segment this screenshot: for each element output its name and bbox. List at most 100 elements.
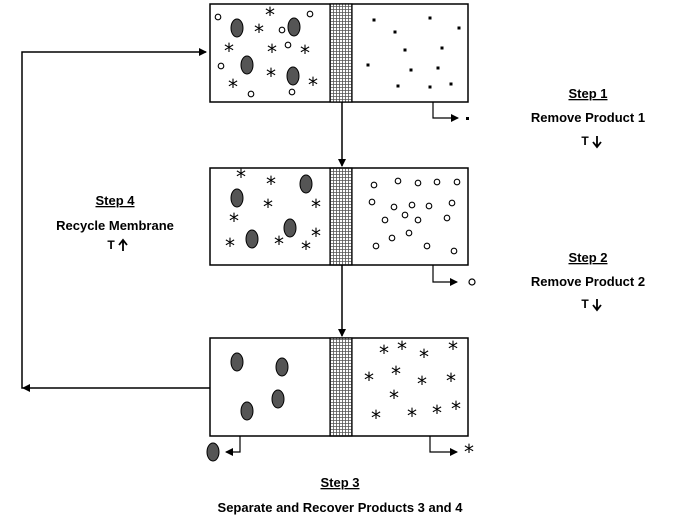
step-3-label: Step 3 Separate and Recover Products 3 a… <box>218 475 464 515</box>
product-2-particle <box>278 26 286 34</box>
product-1-particle <box>436 66 440 70</box>
step-2-action: Remove Product 2 <box>531 274 645 289</box>
product-3-particle: * <box>236 165 246 189</box>
step-2-heading: Step 2 <box>568 250 607 265</box>
product-2-particle <box>408 201 416 209</box>
stage-3-membrane <box>329 337 353 437</box>
product-2-particle <box>448 199 456 207</box>
stage-3-retentate <box>230 352 289 421</box>
product-2-particle <box>372 242 380 250</box>
product-3-particle: * <box>311 224 321 248</box>
product-2-particle <box>390 203 398 211</box>
product-2-particle <box>423 242 431 250</box>
product-2-particle <box>284 41 292 49</box>
product-3-particle: * <box>391 362 401 386</box>
product-2-particle <box>370 181 378 189</box>
product-1-particle <box>393 30 397 34</box>
product-3-particle: * <box>263 195 273 219</box>
product-4-particle <box>240 401 254 421</box>
step-4-label: Step 4 Recycle Membrane T <box>56 193 174 252</box>
step-3-action: Separate and Recover Products 3 and 4 <box>218 500 464 515</box>
product-4-particle <box>275 357 289 377</box>
outlet-product-2 <box>432 265 458 286</box>
product-3-particle: * <box>266 172 276 196</box>
product-4-particle <box>230 18 244 38</box>
outlet-product-4-symbol <box>206 442 220 462</box>
product-1-particle <box>457 26 461 30</box>
product-1-particle <box>449 82 453 86</box>
product-2-particle <box>388 234 396 242</box>
product-2-particle <box>368 198 376 206</box>
product-3-particle: * <box>308 73 318 97</box>
product-4-particle <box>287 17 301 37</box>
product-2-particle <box>425 202 433 210</box>
product-3-particle: * <box>267 40 277 64</box>
product-4-particle <box>230 188 244 208</box>
product-3-particle: * <box>311 195 321 219</box>
product-1-particle <box>428 16 432 20</box>
product-2-particle <box>394 177 402 185</box>
product-3-particle: * <box>379 341 389 365</box>
product-2-particle <box>450 247 458 255</box>
product-3-particle: * <box>228 75 238 99</box>
stage-2-permeate <box>368 177 461 255</box>
product-1-particle <box>440 46 444 50</box>
product-3-particle: * <box>407 404 417 428</box>
recycle-loop-arrowhead-left <box>22 384 30 392</box>
product-3-particle: * <box>419 345 429 369</box>
stage-2-vessel: ********* <box>209 165 469 266</box>
outlet-product-3-symbol: * <box>464 440 474 464</box>
step-1-action: Remove Product 1 <box>531 110 645 125</box>
product-2-particle <box>405 229 413 237</box>
product-3-particle: * <box>397 337 407 361</box>
product-3-particle: * <box>448 337 458 361</box>
product-1-particle <box>396 84 400 88</box>
product-4-particle <box>230 352 244 372</box>
product-3-particle: * <box>229 209 239 233</box>
product-2-particle <box>217 62 225 70</box>
product-2-particle <box>433 178 441 186</box>
stage-1-permeate <box>366 16 461 89</box>
product-3-particle: * <box>254 20 264 44</box>
product-2-particle <box>247 90 255 98</box>
product-1-particle <box>372 18 376 22</box>
stage-3-vessel: ************* <box>209 337 469 437</box>
step-4-heading: Step 4 <box>95 193 135 208</box>
product-3-particle: * <box>389 386 399 410</box>
product-3-particle: * <box>266 64 276 88</box>
product-3-particle: * <box>417 372 427 396</box>
step-2-temp: T <box>581 297 589 311</box>
product-4-particle <box>240 55 254 75</box>
stage-1-membrane <box>329 3 353 103</box>
product-2-particle <box>453 178 461 186</box>
outlet-product-2-symbol <box>468 278 476 286</box>
outlet-product-1-symbol <box>466 117 469 120</box>
product-1-particle <box>409 68 413 72</box>
outlet-product-4 <box>225 436 241 456</box>
step-4-temp: T <box>107 238 115 252</box>
outlet-product-1 <box>432 102 459 122</box>
outlet-product-3 <box>429 436 458 456</box>
product-3-particle: * <box>364 368 374 392</box>
product-3-particle: * <box>451 397 461 421</box>
product-2-particle <box>401 211 409 219</box>
product-4-particle <box>271 389 285 409</box>
product-3-particle: * <box>224 39 234 63</box>
product-2-particle <box>214 13 222 21</box>
product-2-particle <box>414 179 422 187</box>
product-3-particle: * <box>274 232 284 256</box>
product-3-particle: * <box>300 41 310 65</box>
product-3-particle: * <box>371 406 381 430</box>
product-2-particle <box>414 216 422 224</box>
temp-down-arrow-icon <box>592 299 602 312</box>
step-1-label: Step 1 Remove Product 1 T <box>531 86 645 149</box>
temp-down-arrow-icon <box>592 136 602 149</box>
stage-2-membrane <box>329 167 353 266</box>
stage-1-vessel: ******** <box>209 3 469 103</box>
product-2-particle <box>288 88 296 96</box>
product-1-particle <box>366 63 370 67</box>
step-1-heading: Step 1 <box>568 86 607 101</box>
product-4-particle <box>245 229 259 249</box>
product-2-particle <box>381 216 389 224</box>
